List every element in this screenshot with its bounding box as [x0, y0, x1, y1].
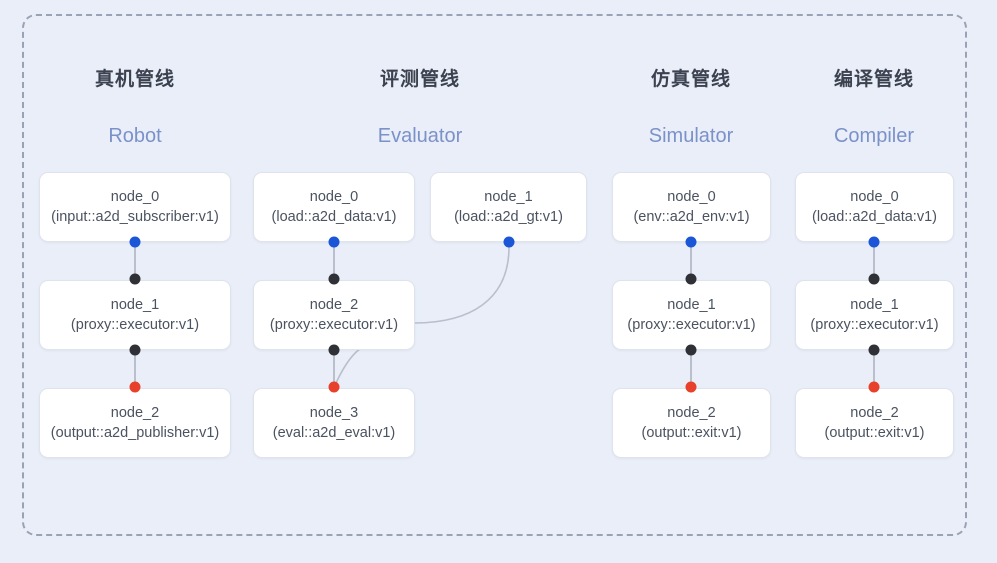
port-output-icon[interactable]	[685, 236, 697, 248]
node-box[interactable]: node_3(eval::a2d_eval:v1)	[253, 388, 415, 458]
port-output-icon[interactable]	[503, 236, 515, 248]
node-name: node_2	[667, 405, 716, 421]
node-box[interactable]: node_0(load::a2d_data:v1)	[795, 172, 954, 242]
node-box[interactable]: node_2(output::a2d_publisher:v1)	[39, 388, 231, 458]
edge-vertical	[134, 242, 136, 279]
node-signature: (input::a2d_subscriber:v1)	[51, 209, 219, 225]
node-signature: (output::exit:v1)	[824, 425, 925, 441]
column-title-cn-3: 编译管线	[833, 69, 915, 90]
node-box[interactable]: node_2(proxy::executor:v1)	[253, 280, 415, 350]
node-signature: (load::a2d_data:v1)	[271, 209, 397, 225]
node-name: node_0	[850, 189, 899, 205]
node-signature: (proxy::executor:v1)	[269, 317, 399, 333]
column-title-cn-1: 评测管线	[379, 69, 461, 90]
edge-vertical	[873, 242, 875, 279]
edge-vertical	[333, 350, 335, 387]
node-signature: (output::exit:v1)	[641, 425, 742, 441]
node-signature: (eval::a2d_eval:v1)	[272, 425, 396, 441]
node-signature: (proxy::executor:v1)	[627, 317, 756, 333]
node-signature: (env::a2d_env:v1)	[633, 209, 750, 225]
node-box[interactable]: node_0(load::a2d_data:v1)	[253, 172, 415, 242]
node-name: node_3	[309, 405, 359, 421]
node-signature: (load::a2d_gt:v1)	[454, 209, 563, 225]
node-box[interactable]: node_2(output::exit:v1)	[612, 388, 771, 458]
edge-vertical	[690, 242, 692, 279]
edge-vertical	[690, 350, 692, 387]
node-name: node_0	[667, 189, 716, 205]
edge-vertical	[873, 350, 875, 387]
column-title-en-1: Evaluator	[377, 125, 463, 147]
port-link-icon[interactable]	[685, 344, 697, 356]
node-box[interactable]: node_1(proxy::executor:v1)	[39, 280, 231, 350]
column-title-en-2: Simulator	[648, 125, 734, 147]
column-title-cn-2: 仿真管线	[650, 69, 732, 90]
edge-vertical	[134, 350, 136, 387]
column-title-en-3: Compiler	[833, 125, 915, 147]
node-box[interactable]: node_1(load::a2d_gt:v1)	[430, 172, 587, 242]
port-terminal-icon[interactable]	[868, 381, 880, 393]
node-name: node_2	[110, 405, 160, 421]
port-terminal-icon[interactable]	[129, 381, 141, 393]
port-output-icon[interactable]	[129, 236, 141, 248]
edge-vertical	[333, 242, 335, 279]
port-link-icon[interactable]	[685, 273, 697, 285]
node-name: node_1	[667, 297, 716, 313]
node-signature: (load::a2d_data:v1)	[812, 209, 937, 225]
node-box[interactable]: node_2(output::exit:v1)	[795, 388, 954, 458]
port-link-icon[interactable]	[129, 344, 141, 356]
node-name: node_0	[309, 189, 359, 205]
port-output-icon[interactable]	[328, 236, 340, 248]
node-name: node_0	[110, 189, 160, 205]
port-link-icon[interactable]	[129, 273, 141, 285]
port-link-icon[interactable]	[868, 273, 880, 285]
node-name: node_2	[309, 297, 359, 313]
node-box[interactable]: node_0(input::a2d_subscriber:v1)	[39, 172, 231, 242]
node-name: node_1	[850, 297, 899, 313]
dashed-container-frame	[22, 14, 967, 536]
port-terminal-icon[interactable]	[328, 381, 340, 393]
column-title-cn-0: 真机管线	[94, 69, 176, 90]
node-name: node_1	[484, 189, 533, 205]
node-box[interactable]: node_1(proxy::executor:v1)	[795, 280, 954, 350]
port-link-icon[interactable]	[328, 344, 340, 356]
node-box[interactable]: node_0(env::a2d_env:v1)	[612, 172, 771, 242]
port-terminal-icon[interactable]	[685, 381, 697, 393]
column-title-en-0: Robot	[108, 125, 162, 147]
port-output-icon[interactable]	[868, 236, 880, 248]
port-link-icon[interactable]	[868, 344, 880, 356]
port-link-icon[interactable]	[328, 273, 340, 285]
node-name: node_1	[110, 297, 160, 313]
node-box[interactable]: node_1(proxy::executor:v1)	[612, 280, 771, 350]
node-name: node_2	[850, 405, 899, 421]
node-signature: (proxy::executor:v1)	[810, 317, 939, 333]
node-signature: (proxy::executor:v1)	[70, 317, 200, 333]
node-signature: (output::a2d_publisher:v1)	[50, 425, 220, 441]
